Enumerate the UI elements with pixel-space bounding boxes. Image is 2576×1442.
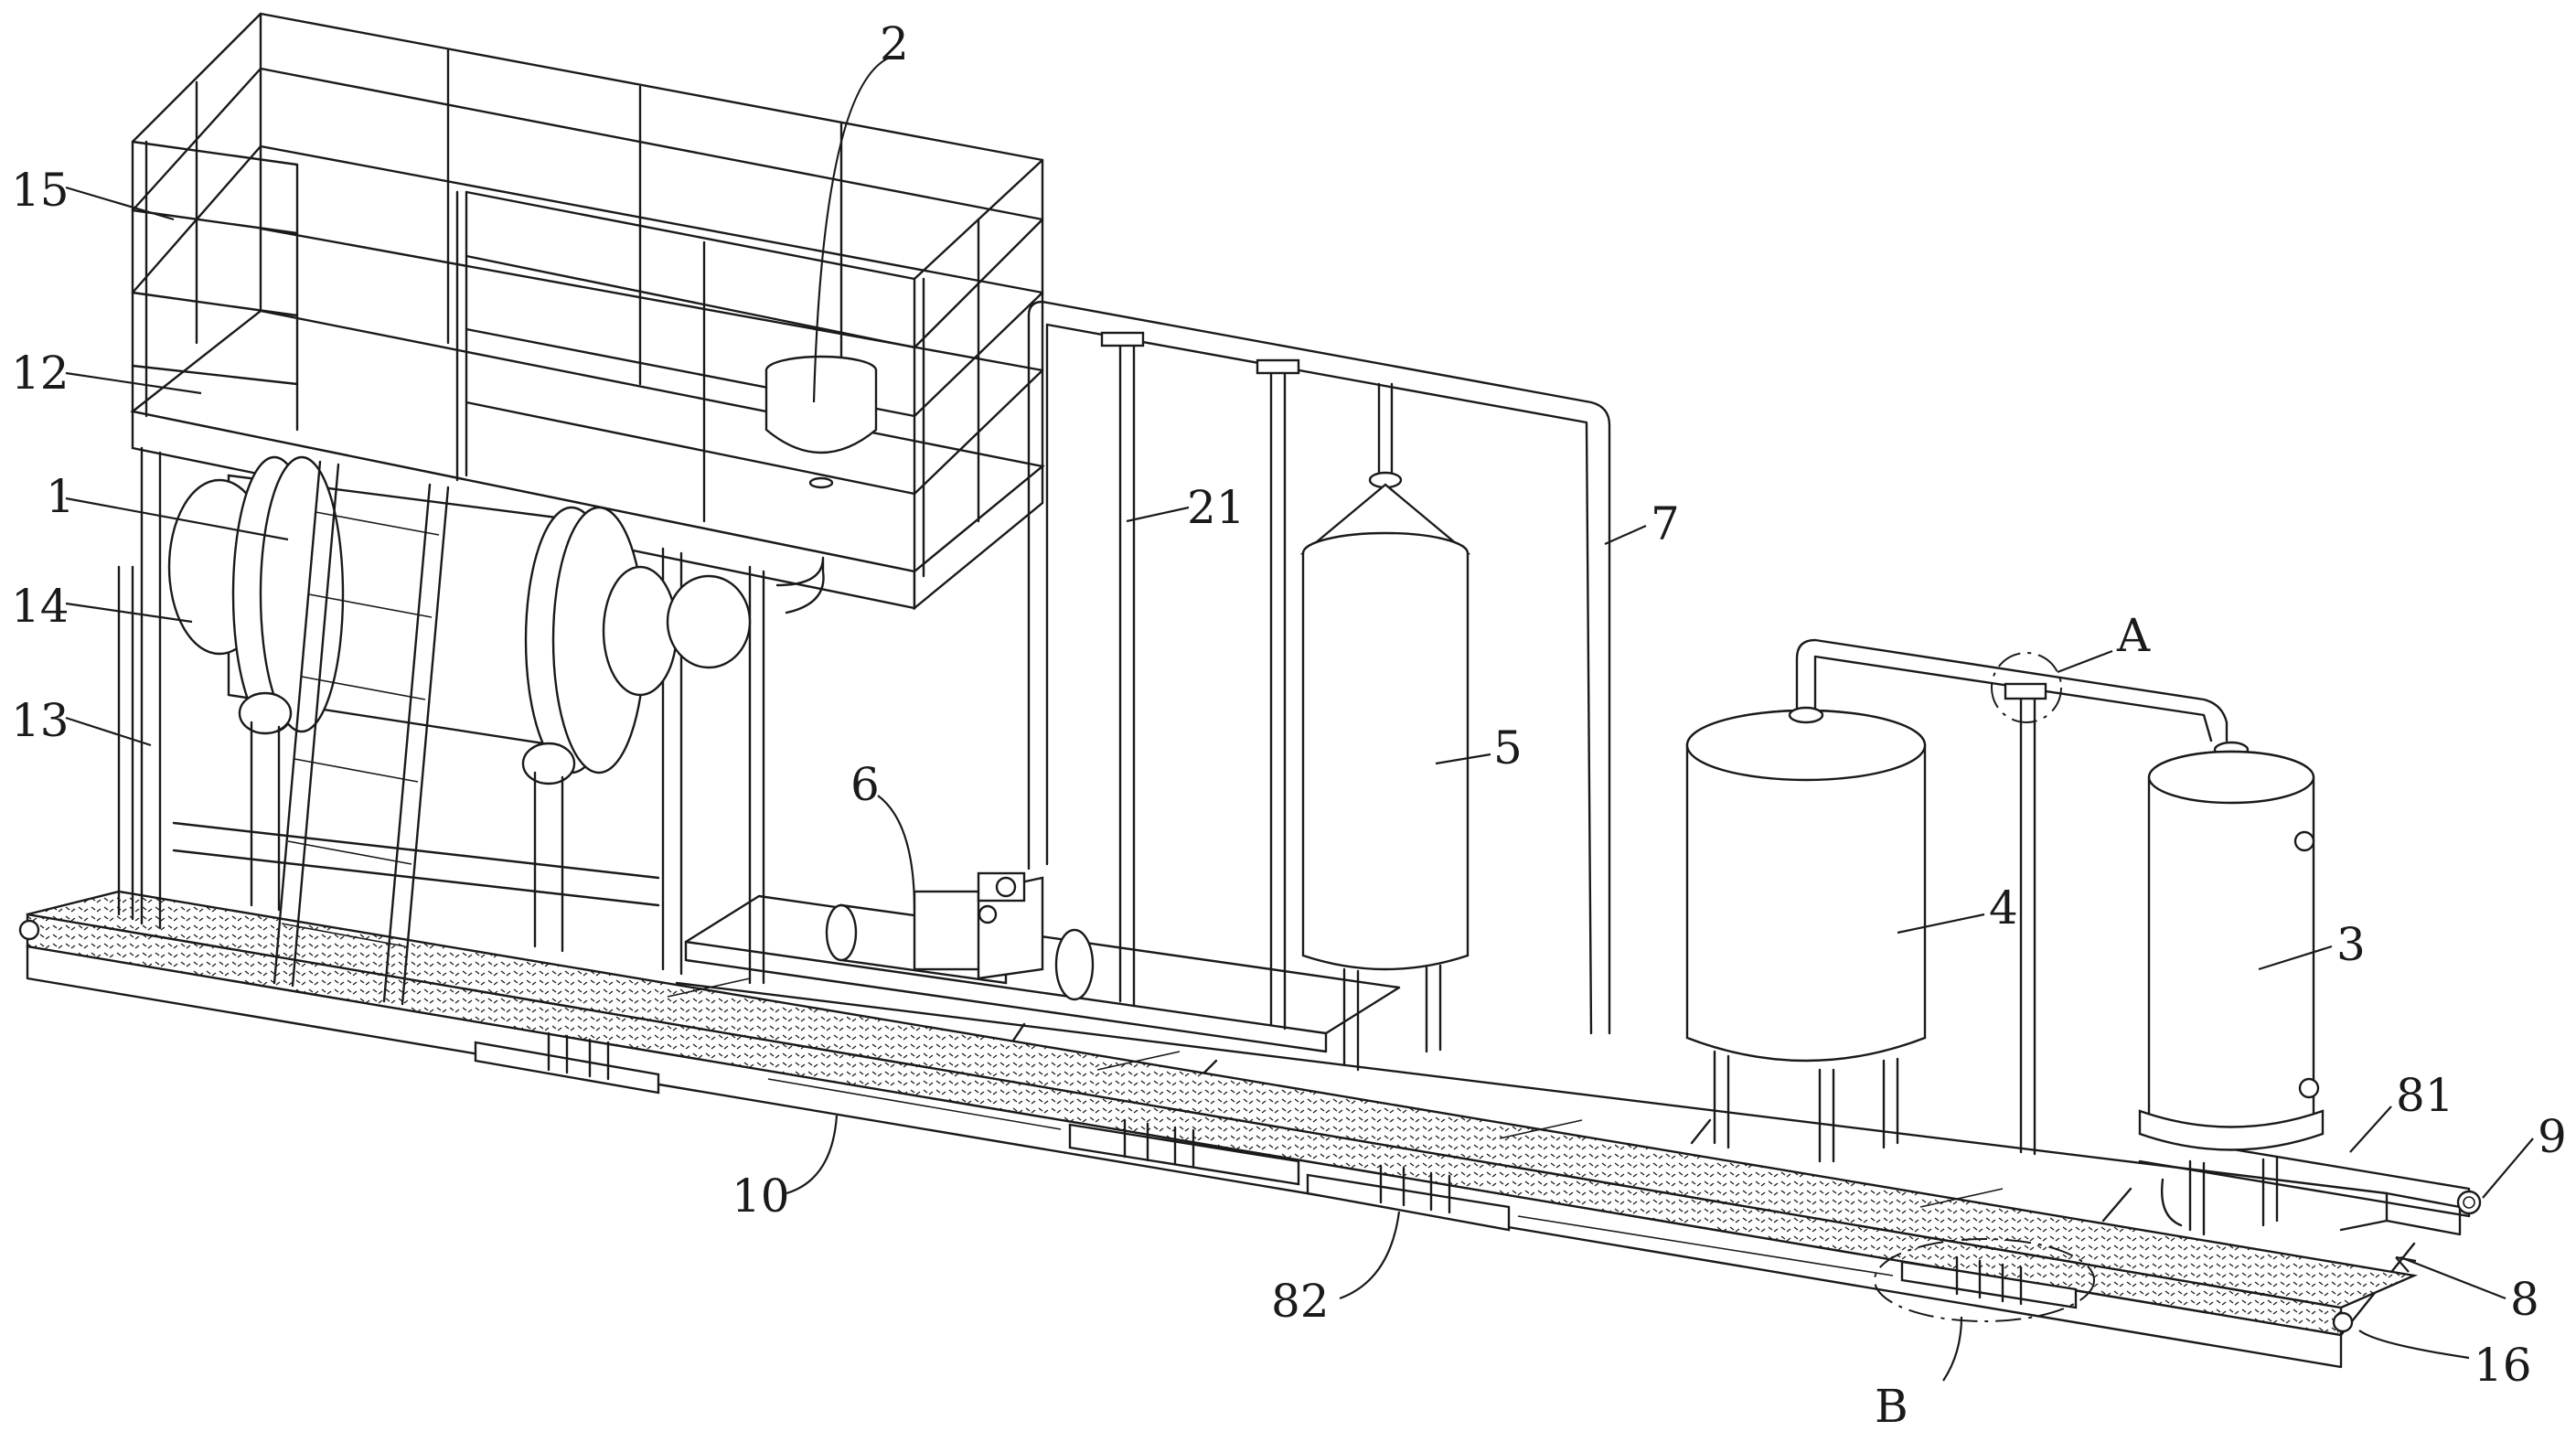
tread-plate-walkway	[18, 890, 2419, 1337]
ladder	[273, 460, 450, 1006]
label-21: 21	[1187, 481, 1245, 534]
label-1: 1	[46, 470, 75, 523]
tank-4	[1685, 706, 1927, 1163]
label-13: 13	[11, 694, 69, 747]
label-6: 6	[850, 758, 880, 811]
label-3: 3	[2336, 918, 2366, 971]
vessel-3	[2138, 741, 2325, 1236]
label-B: B	[1875, 1380, 1908, 1433]
feed-hopper	[764, 355, 878, 489]
label-10: 10	[732, 1170, 790, 1223]
label-7: 7	[1651, 497, 1680, 550]
label-12: 12	[11, 347, 69, 400]
label-5: 5	[1493, 721, 1523, 774]
label-14: 14	[11, 580, 69, 633]
platform-railing	[130, 12, 1045, 611]
connecting-pipe-a	[1795, 638, 2229, 1156]
pump-skid-frame	[684, 894, 1401, 1053]
label-9: 9	[2538, 1110, 2567, 1163]
detail-circle-b	[1874, 1238, 2095, 1322]
label-81: 81	[2396, 1069, 2454, 1122]
label-82: 82	[1271, 1275, 1330, 1328]
label-4: 4	[1989, 881, 2018, 935]
tank-5	[1299, 382, 1471, 1072]
label-8: 8	[2510, 1273, 2539, 1326]
pipe-loop-7	[1027, 300, 1611, 1035]
label-2: 2	[880, 17, 909, 70]
pump-motor	[825, 871, 1095, 1001]
label-16: 16	[2474, 1339, 2532, 1392]
label-15: 15	[11, 164, 69, 217]
side-rail-81	[2138, 1132, 2482, 1218]
leader-lines	[65, 55, 2534, 1382]
label-A: A	[2116, 609, 2151, 662]
rail-clamps	[474, 1031, 2078, 1309]
reference-labels: 2 15 12 1 14 13 6 21 7 5 4 3 A 81 9 8 16…	[11, 17, 2567, 1433]
